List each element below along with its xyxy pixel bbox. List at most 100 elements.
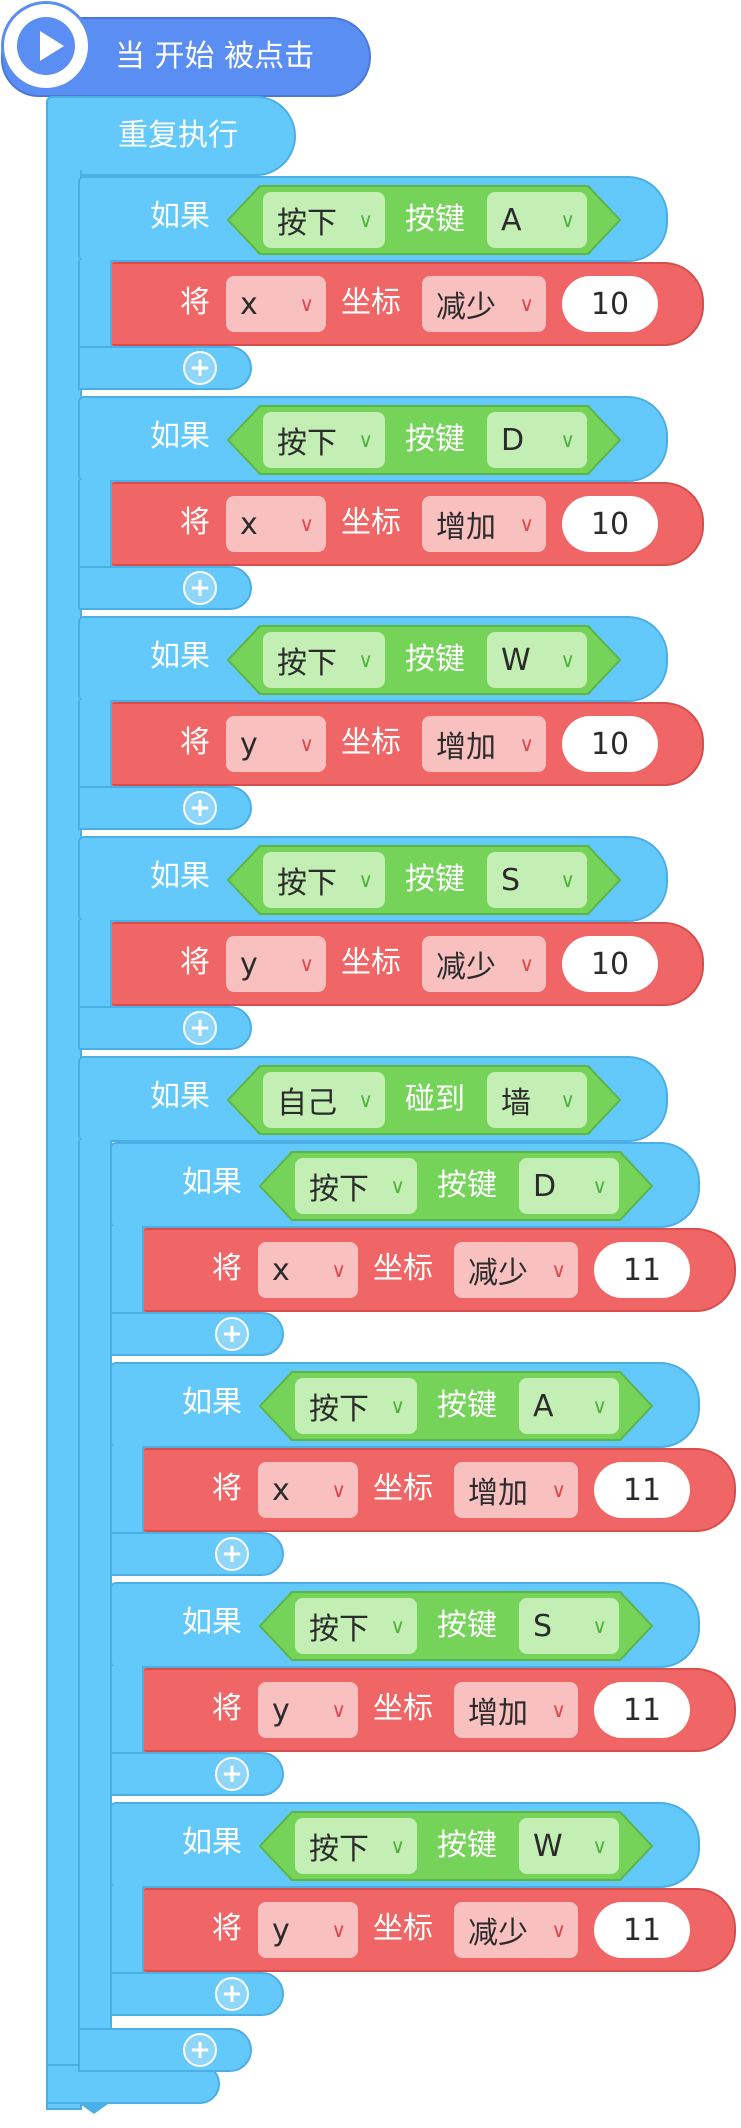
forever-arm bbox=[46, 170, 82, 2110]
key-name-dropdown[interactable]: S∨ bbox=[519, 1598, 619, 1654]
change-op-dropdown[interactable]: 减少∨ bbox=[454, 1902, 578, 1958]
chevron-down-icon: ∨ bbox=[560, 428, 575, 452]
if-label: 如果 bbox=[182, 1605, 242, 1640]
axis-dropdown[interactable]: y∨ bbox=[226, 936, 326, 992]
change-value-input[interactable]: 10 bbox=[562, 276, 658, 332]
coord-label: 坐标 bbox=[341, 725, 401, 760]
chevron-down-icon: ∨ bbox=[551, 1478, 566, 1502]
axis-dropdown[interactable]: y∨ bbox=[226, 716, 326, 772]
axis-dropdown[interactable]: x∨ bbox=[226, 276, 326, 332]
change-op-dropdown[interactable]: 增加∨ bbox=[454, 1682, 578, 1738]
touch-subject-dropdown[interactable]: 自己 ∨ bbox=[263, 1072, 385, 1128]
play-icon[interactable] bbox=[1, 1, 91, 91]
if-label: 如果 bbox=[182, 1825, 242, 1860]
change-op-dropdown[interactable]: 增加∨ bbox=[422, 716, 546, 772]
change-op-dropdown-value: 减少 bbox=[436, 950, 496, 985]
coord-label: 坐标 bbox=[341, 285, 401, 320]
add-block-button[interactable]: + bbox=[183, 2033, 217, 2067]
add-block-button[interactable]: + bbox=[183, 1011, 217, 1045]
key-action-dropdown[interactable]: 按下∨ bbox=[295, 1818, 417, 1874]
key-action-dropdown[interactable]: 按下∨ bbox=[263, 852, 385, 908]
change-op-dropdown[interactable]: 减少∨ bbox=[422, 936, 546, 992]
key-name-dropdown[interactable]: A∨ bbox=[487, 192, 587, 248]
if-arm bbox=[110, 1886, 144, 1974]
forever-block[interactable]: 重复执行 bbox=[46, 96, 296, 176]
axis-dropdown[interactable]: y∨ bbox=[258, 1682, 358, 1738]
add-block-button[interactable]: + bbox=[215, 1537, 249, 1571]
key-action-dropdown[interactable]: 按下∨ bbox=[263, 412, 385, 468]
key-name-dropdown-value: D bbox=[501, 422, 525, 458]
axis-dropdown[interactable]: x∨ bbox=[258, 1462, 358, 1518]
change-value-input[interactable]: 10 bbox=[562, 936, 658, 992]
change-op-dropdown-value: 增加 bbox=[436, 510, 496, 545]
change-value-input[interactable]: 11 bbox=[594, 1902, 690, 1958]
touch-target-dropdown[interactable]: 墙∨ bbox=[487, 1072, 587, 1128]
key-action-dropdown[interactable]: 按下∨ bbox=[295, 1598, 417, 1654]
change-value-input[interactable]: 11 bbox=[594, 1462, 690, 1518]
chevron-down-icon: ∨ bbox=[358, 1088, 373, 1112]
add-block-button[interactable]: + bbox=[215, 1317, 249, 1351]
if-arm bbox=[110, 1226, 144, 1314]
key-action-dropdown-value: 按下 bbox=[309, 1392, 369, 1427]
coord-label: 坐标 bbox=[341, 505, 401, 540]
if-label: 如果 bbox=[150, 639, 210, 674]
change-value-input[interactable]: 10 bbox=[562, 716, 658, 772]
change-value-input[interactable]: 11 bbox=[594, 1682, 690, 1738]
axis-dropdown[interactable]: y∨ bbox=[258, 1902, 358, 1958]
chevron-down-icon: ∨ bbox=[358, 868, 373, 892]
key-action-dropdown[interactable]: 按下 ∨ bbox=[295, 1158, 417, 1214]
key-label: 按键 bbox=[405, 422, 465, 457]
chevron-down-icon: ∨ bbox=[519, 732, 534, 756]
add-block-button[interactable]: + bbox=[183, 571, 217, 605]
chevron-down-icon: ∨ bbox=[551, 1698, 566, 1722]
axis-dropdown[interactable]: x∨ bbox=[258, 1242, 358, 1298]
add-block-button[interactable]: + bbox=[183, 791, 217, 825]
if-arm bbox=[110, 1666, 144, 1754]
add-block-button[interactable]: + bbox=[215, 1977, 249, 2011]
key-name-dropdown[interactable]: A∨ bbox=[519, 1378, 619, 1434]
chevron-down-icon: ∨ bbox=[299, 952, 314, 976]
axis-dropdown-value: y bbox=[272, 1692, 290, 1728]
change-value-input[interactable]: 11 bbox=[594, 1242, 690, 1298]
key-name-dropdown[interactable]: W∨ bbox=[487, 632, 587, 688]
if-footer bbox=[110, 1312, 284, 1356]
axis-dropdown[interactable]: x∨ bbox=[226, 496, 326, 552]
if-arm bbox=[78, 700, 112, 788]
key-name-dropdown[interactable]: D∨ bbox=[487, 412, 587, 468]
change-op-dropdown[interactable]: 增加 ∨ bbox=[454, 1462, 578, 1518]
add-block-button[interactable]: + bbox=[183, 351, 217, 385]
key-action-dropdown[interactable]: 按下∨ bbox=[263, 192, 385, 248]
chevron-down-icon: ∨ bbox=[390, 1174, 405, 1198]
axis-dropdown-value: x bbox=[240, 506, 258, 542]
change-op-dropdown[interactable]: 减少∨ bbox=[422, 276, 546, 332]
key-name-dropdown-value: D bbox=[533, 1168, 557, 1204]
if-label: 如果 bbox=[150, 1079, 210, 1114]
change-value-input[interactable]: 10 bbox=[562, 496, 658, 552]
chevron-down-icon: ∨ bbox=[519, 292, 534, 316]
if-footer bbox=[78, 566, 252, 610]
set-label: 将 bbox=[212, 1691, 242, 1726]
if-label: 如果 bbox=[182, 1165, 242, 1200]
key-action-dropdown[interactable]: 按下∨ bbox=[263, 632, 385, 688]
change-op-dropdown-value: 减少 bbox=[468, 1916, 528, 1951]
forever-label: 重复执行 bbox=[118, 118, 238, 153]
if-footer bbox=[78, 1006, 252, 1050]
chevron-down-icon: ∨ bbox=[390, 1834, 405, 1858]
set-label: 将 bbox=[212, 1251, 242, 1286]
key-name-dropdown-value: A bbox=[533, 1388, 554, 1424]
change-op-dropdown[interactable]: 减少∨ bbox=[454, 1242, 578, 1298]
add-block-button[interactable]: + bbox=[215, 1757, 249, 1791]
key-name-dropdown[interactable]: D∨ bbox=[519, 1158, 619, 1214]
if-arm bbox=[78, 480, 112, 568]
change-op-dropdown-value: 增加 bbox=[468, 1476, 528, 1511]
key-action-dropdown-value: 按下 bbox=[309, 1172, 369, 1207]
key-name-dropdown[interactable]: S∨ bbox=[487, 852, 587, 908]
set-label: 将 bbox=[180, 505, 210, 540]
key-name-dropdown-value: S bbox=[533, 1608, 553, 1644]
key-name-dropdown[interactable]: W∨ bbox=[519, 1818, 619, 1874]
change-op-dropdown[interactable]: 增加∨ bbox=[422, 496, 546, 552]
key-action-dropdown[interactable]: 按下∨ bbox=[295, 1378, 417, 1434]
chevron-down-icon: ∨ bbox=[358, 208, 373, 232]
touch-subject-dropdown-value: 自己 bbox=[277, 1086, 337, 1121]
